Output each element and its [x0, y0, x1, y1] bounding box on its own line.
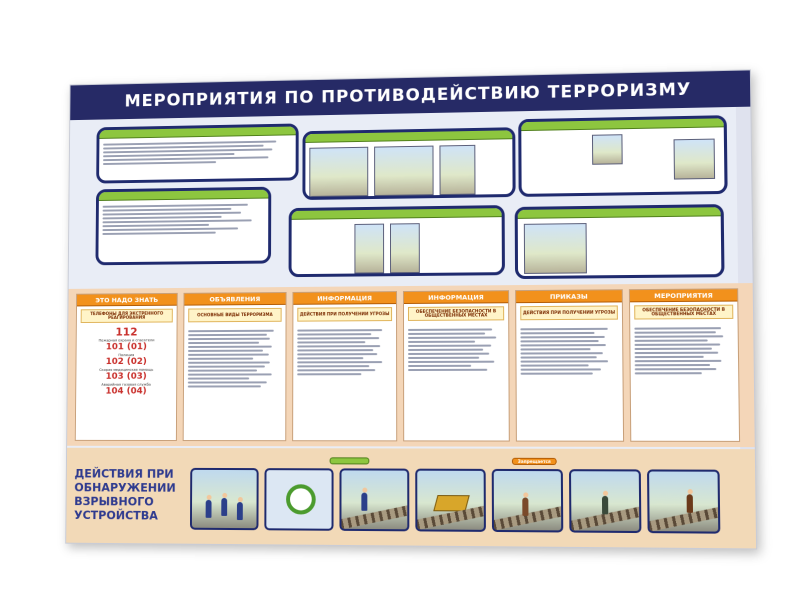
column-information-2: ИНФОРМАЦИЯ ОБЕСПЕЧЕНИЕ БЕЗОПАСНОСТИ В ОБ… [403, 290, 510, 441]
column-heading: ЭТО НАДО ЗНАТЬ [77, 294, 177, 307]
scene-suitcase [415, 469, 486, 532]
scene-track-3 [569, 469, 641, 533]
column-orders: ПРИКАЗЫ ДЕЙСТВИЯ ПРИ ПОЛУЧЕНИИ УГРОЗЫ [515, 289, 624, 442]
column-subheading: ДЕЙСТВИЯ ПРИ ПОЛУЧЕНИИ УГРОЗЫ [297, 307, 392, 322]
scene-track-4 [647, 469, 720, 533]
panel-head [521, 118, 723, 131]
column-heading-text: ИНФОРМАЦИЯ [317, 294, 372, 302]
panel-head [292, 208, 502, 220]
illustration-phone [592, 134, 623, 165]
panel-head [518, 207, 721, 219]
column-heading-text: ОБЪЯВЛЕНИЯ [209, 295, 260, 303]
column-heading-text: ЭТО НАДО ЗНАТЬ [95, 296, 158, 304]
column-subheading: ТЕЛЕФОНЫ ДЛЯ ЭКСТРЕННОГО РЕАГИРОВАНИЯ [81, 309, 173, 323]
column-measures: МЕРОПРИЯТИЯ ОБЕСПЕЧЕНИЕ БЕЗОПАСНОСТИ В О… [629, 288, 740, 442]
column-heading: ОБЪЯВЛЕНИЯ [184, 293, 285, 306]
column-subheading: ОБЕСПЕЧЕНИЕ БЕЗОПАСНОСТИ В ОБЩЕСТВЕННЫХ … [634, 305, 733, 320]
title-bar: МЕРОПРИЯТИЯ ПО ПРОТИВОДЕЙСТВИЮ ТЕРРОРИЗМ… [70, 70, 750, 120]
column-heading-text: ПРИКАЗЫ [550, 292, 588, 300]
column-subheading-text: ОБЕСПЕЧЕНИЕ БЕЗОПАСНОСТИ В ОБЩЕСТВЕННЫХ … [409, 309, 503, 318]
illustration-people [524, 223, 587, 274]
phone-number: 112 [77, 325, 177, 338]
panel-text [99, 199, 269, 240]
phone-number: 102 (02) [76, 357, 176, 368]
column-heading-text: ИНФОРМАЦИЯ [428, 293, 484, 301]
column-know: ЭТО НАДО ЗНАТЬ ТЕЛЕФОНЫ ДЛЯ ЭКСТРЕННОГО … [75, 293, 178, 441]
illustration-office [309, 147, 368, 197]
forbidden-tag: Запрещается [512, 458, 557, 465]
column-subheading: ОСНОВНЫЕ ВИДЫ ТЕРРОРИЗМА [188, 308, 281, 322]
column-heading: МЕРОПРИЯТИЯ [630, 289, 737, 302]
column-text [404, 323, 508, 376]
phone-number: 103 (03) [76, 372, 176, 383]
column-announcements: ОБЪЯВЛЕНИЯ ОСНОВНЫЕ ВИДЫ ТЕРРОРИЗМА [183, 292, 287, 441]
bottom-title-line: ВЗРЫВНОГО [74, 494, 182, 509]
column-heading: ПРИКАЗЫ [516, 290, 622, 303]
scene-track-2 [492, 469, 564, 533]
clock-icon [286, 484, 316, 514]
column-subheading-text: ДЕЙСТВИЯ ПРИ ПОЛУЧЕНИИ УГРОЗЫ [300, 312, 390, 317]
column-text [630, 322, 738, 380]
column-heading: ИНФОРМАЦИЯ [293, 292, 396, 305]
column-information-1: ИНФОРМАЦИЯ ДЕЙСТВИЯ ПРИ ПОЛУЧЕНИИ УГРОЗЫ [292, 291, 397, 441]
panel-mid-left [95, 187, 271, 266]
column-subheading-text: ТЕЛЕФОНЫ ДЛЯ ЭКСТРЕННОГО РЕАГИРОВАНИЯ [82, 311, 172, 320]
column-text [516, 323, 622, 380]
phone-number: 104 (04) [76, 387, 176, 398]
panel-top-center [302, 127, 515, 200]
column-heading: ИНФОРМАЦИЯ [404, 291, 508, 304]
illustration-bench [439, 145, 475, 195]
column-subheading: ОБЕСПЕЧЕНИЕ БЕЗОПАСНОСТИ В ОБЩЕСТВЕННЫХ … [408, 306, 504, 321]
column-subheading-text: ОБЕСПЕЧЕНИЕ БЕЗОПАСНОСТИ В ОБЩЕСТВЕННЫХ … [635, 307, 732, 317]
scene-people-station [190, 468, 259, 530]
illustration-window [390, 223, 420, 273]
panel-top-right [518, 115, 727, 197]
column-subheading-text: ОСНОВНЫЕ ВИДЫ ТЕРРОРИЗМА [197, 313, 273, 318]
scene-watch [264, 468, 333, 531]
poster-title: МЕРОПРИЯТИЯ ПО ПРОТИВОДЕЙСТВИЮ ТЕРРОРИЗМ… [124, 80, 691, 112]
panel-mid-right [515, 204, 725, 279]
illustration-station [374, 146, 433, 196]
panel-top-left [96, 123, 298, 183]
column-text [184, 325, 286, 393]
bottom-title-line: ДЕЙСТВИЯ ПРИ [74, 467, 182, 481]
column-subheading-text: ДЕЙСТВИЯ ПРИ ПОЛУЧЕНИИ УГРОЗЫ [523, 310, 615, 315]
panel-head [305, 130, 512, 143]
scene-track-1 [339, 468, 409, 531]
panel-text [99, 135, 296, 170]
column-heading-text: МЕРОПРИЯТИЯ [654, 291, 713, 300]
panel-mid-center [289, 205, 505, 277]
bottom-title-line: УСТРОЙСТВА [74, 508, 182, 523]
column-text [293, 324, 396, 380]
column-subheading: ДЕЙСТВИЯ ПРИ ПОЛУЧЕНИИ УГРОЗЫ [520, 305, 618, 320]
bottom-tag [330, 457, 370, 464]
illustration-building [674, 139, 716, 180]
phone-number: 101 (01) [77, 342, 177, 353]
bottom-title-line: ОБНАРУЖЕНИИ [74, 480, 182, 494]
poster: МЕРОПРИЯТИЯ ПО ПРОТИВОДЕЙСТВИЮ ТЕРРОРИЗМ… [65, 69, 757, 549]
bottom-title: ДЕЙСТВИЯ ПРИ ОБНАРУЖЕНИИ ВЗРЫВНОГО УСТРО… [74, 456, 183, 534]
illustration-woman [354, 224, 384, 274]
forbidden-tag-text: Запрещается [518, 459, 551, 464]
